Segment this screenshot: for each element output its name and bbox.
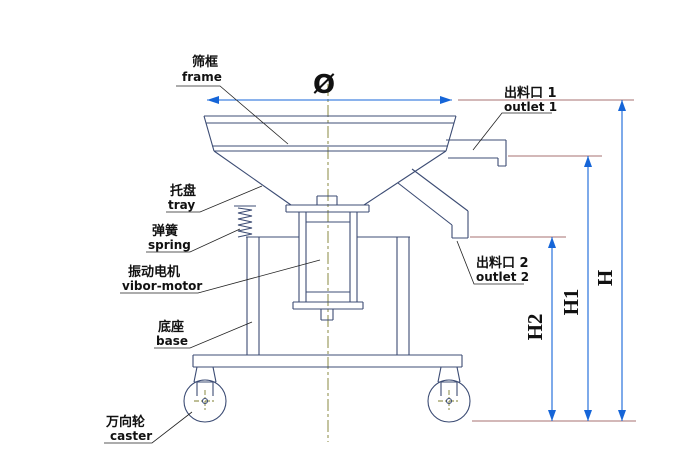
label-motor-zh: 振动电机 (128, 264, 180, 280)
label-caster-en: caster (110, 429, 152, 443)
label-spring-zh: 弹簧 (152, 223, 178, 239)
label-outlet2-zh: 出料口 2 (476, 255, 529, 271)
leader-spring (146, 228, 241, 253)
caster-right-hub (445, 397, 453, 405)
leader-base (154, 321, 253, 349)
leader-lines (104, 85, 552, 444)
label-motor-en: vibor-motor (122, 279, 202, 293)
arrowhead-icon (207, 96, 219, 104)
extension-lines (458, 99, 636, 422)
outlet2-shape (397, 168, 469, 239)
label-base-zh: 底座 (158, 319, 184, 335)
dim-h-label: H (593, 270, 617, 286)
dim-h1-label: H1 (559, 289, 583, 316)
dim-diameter-label: Ø (313, 70, 335, 100)
right-caster-centermark (438, 390, 460, 412)
label-outlet1-en: outlet 1 (504, 100, 557, 114)
motor-shape (292, 212, 364, 321)
arrowhead-icon (584, 156, 592, 167)
leader-motor (120, 259, 321, 294)
base-shape (192, 354, 463, 368)
arrowhead-icon (618, 100, 626, 111)
spring-shape (234, 205, 256, 238)
caster-fork-left-shape (193, 366, 217, 396)
label-tray-zh: 托盘 (170, 183, 196, 199)
label-spring-en: spring (148, 238, 191, 252)
arrowhead-icon (584, 410, 592, 421)
dimension-lines (207, 96, 626, 421)
label-outlet1-zh: 出料口 1 (504, 85, 557, 101)
arrowhead-icon (618, 410, 626, 421)
leader-outlet1 (472, 112, 552, 151)
leader-caster (104, 411, 193, 444)
left-caster-centermark (194, 390, 216, 412)
caster-left-hub (201, 397, 209, 405)
arrowhead-icon (548, 237, 556, 248)
caster-fork-right-shape (437, 366, 461, 396)
label-frame-zh: 筛框 (192, 54, 218, 70)
label-frame-en: frame (182, 70, 222, 84)
arrowhead-icon (440, 96, 452, 104)
caster-left-wheel (183, 379, 227, 423)
arrowhead-icon (548, 410, 556, 421)
caster-right-wheel (427, 379, 471, 423)
dim-h2-label: H2 (523, 314, 547, 341)
label-tray-en: tray (168, 198, 195, 212)
leader-outlet2 (456, 240, 524, 285)
leader-frame (176, 85, 289, 145)
dimension-labels: Ø H H1 H2 (313, 70, 617, 340)
label-caster-zh: 万向轮 (105, 414, 145, 430)
label-base-en: base (156, 334, 188, 348)
hopper-shape (213, 150, 447, 206)
outlet1-shape (446, 139, 507, 167)
leader-tray (166, 185, 263, 213)
part-labels: 筛框 frame 托盘 tray 弹簧 spring 振动电机 vibor-mo… (105, 54, 557, 443)
centerline-group (194, 84, 460, 442)
tray-flange-shape (285, 195, 370, 213)
sieve-frame-shape (203, 115, 457, 152)
label-outlet2-en: outlet 2 (476, 270, 529, 284)
support-columns-shape (246, 236, 410, 355)
machine-drawing (183, 115, 507, 423)
